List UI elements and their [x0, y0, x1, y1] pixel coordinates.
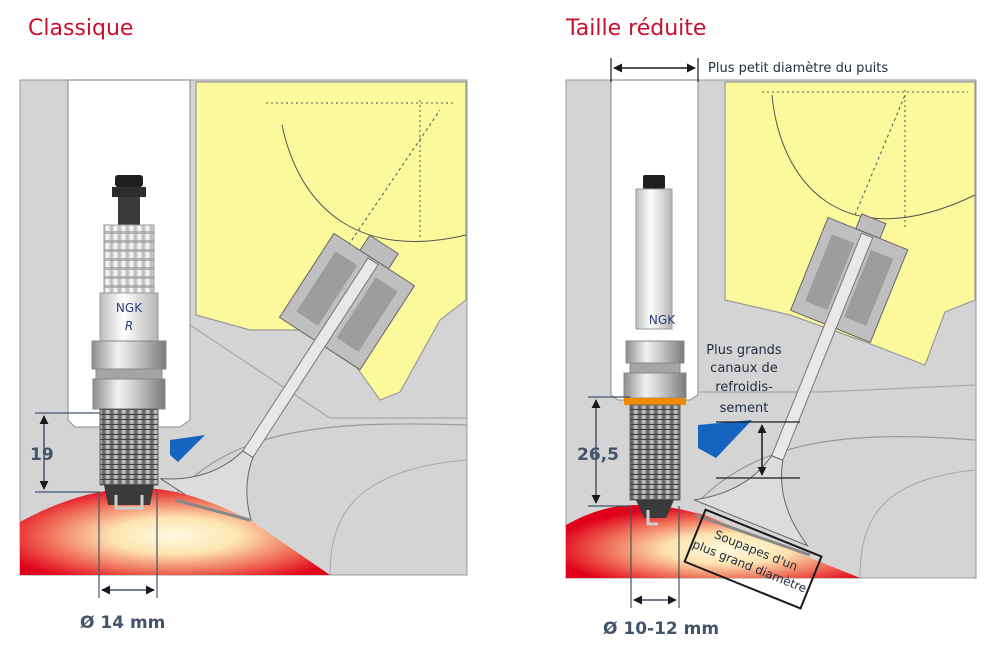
left-title: Classique [28, 16, 133, 41]
right-title: Taille réduite [565, 16, 706, 41]
left-valve [160, 232, 416, 545]
right-head-contour [700, 384, 976, 393]
left-plug-brand-letter: R [125, 319, 133, 333]
left-height-label: 19 [30, 445, 54, 465]
left-coolant-channel [170, 435, 205, 462]
right-plug-brand: NGK [649, 313, 676, 327]
left-head-contour [189, 324, 466, 419]
right-cam-outline [771, 94, 976, 220]
cooling-label-line-3: refroidis- [715, 380, 773, 395]
left-height-dimension [35, 412, 100, 493]
left-combustion-chamber [20, 488, 330, 575]
well-diameter-annotation: Plus petit diamètre du puits [708, 61, 888, 76]
left-plug-brand: NGK [116, 301, 143, 315]
cooling-label-line-2: canaux de [710, 361, 778, 376]
cooling-label-line-1: Plus grands [706, 343, 782, 358]
right-height-label: 26,5 [577, 445, 619, 465]
right-spark-plug: NGK [623, 175, 687, 526]
right-coolant-channel [698, 420, 752, 458]
left-diameter-dimension [98, 492, 158, 598]
left-port-contour [169, 423, 467, 501]
right-diameter-label: Ø 10-12 mm [603, 619, 719, 639]
right-panel: NGK 26,5 Ø 10-12 mm Plu [565, 58, 977, 639]
left-valve-seat-edge [174, 498, 251, 522]
right-diameter-dimension [630, 506, 680, 608]
left-port-contour-2 [329, 459, 467, 576]
cooling-label-line-4: sement [720, 401, 769, 416]
well-width-dimension [610, 58, 699, 82]
right-port-contour-2 [859, 469, 976, 579]
right-combustion-chamber [566, 505, 860, 578]
left-panel: NGK R 19 Ø 14 mm [19, 79, 468, 633]
left-cam-outline [281, 124, 467, 242]
cooling-channel-annotation: Plus grands canaux de refroidis- sement [706, 343, 800, 479]
right-valve-axis [854, 94, 906, 216]
left-diameter-label: Ø 14 mm [80, 613, 165, 633]
right-water-jacket [724, 81, 976, 366]
right-valve-seat-edge [694, 513, 811, 557]
right-height-dimension [588, 396, 630, 507]
left-valve-axis [344, 109, 441, 251]
right-port-contour [699, 436, 976, 501]
left-spark-plug: NGK R [91, 175, 167, 510]
